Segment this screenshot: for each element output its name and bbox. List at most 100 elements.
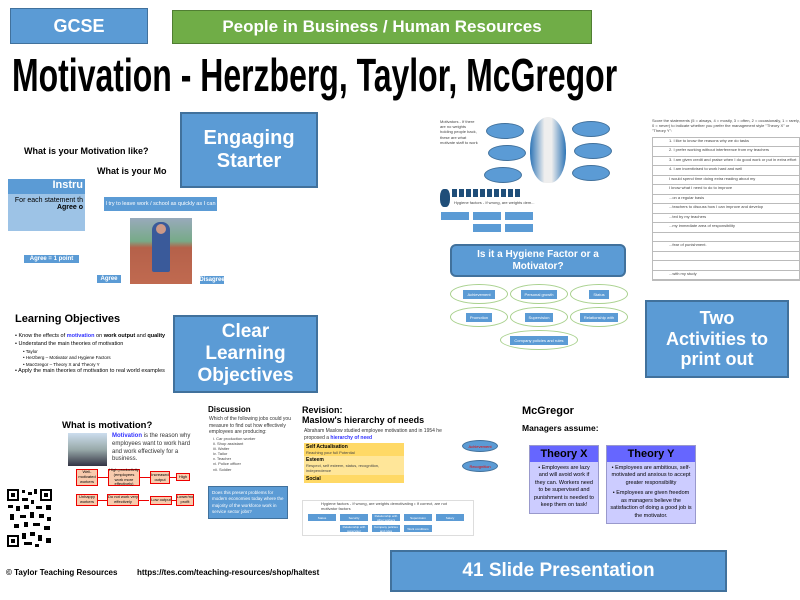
hygiene-box: Status [307,513,337,523]
hygiene-box: Relationship with supervisor [339,524,369,534]
hygiene-box: Security [339,513,369,523]
objective-sub: • MacGregor – Theory X and Theory Y [23,361,100,367]
two-activities-callout: Two Activities to print out [645,300,789,378]
what-slide: What is motivation? Motivation is the re… [62,420,196,520]
flow-box: Do not work very effectively [107,494,139,506]
score-row [653,233,799,243]
score-row: ...fear of punishment. [653,242,799,252]
hygiene-strip-text: Hygiene factors - If wrong, are weights … [321,501,447,512]
agree-button: Agree [96,274,122,284]
theory-x-text: • Employees are lazy and will avoid work… [534,465,594,509]
score-row: ...on a regular basis [653,195,799,205]
hygiene-box: Salary [435,513,465,523]
flow-box: Low output [150,496,172,505]
revision-slide: Revision: Maslow's hierarchy of needs Ab… [302,405,452,483]
job-item: iv. Tailor [213,451,228,457]
what-title: What is motivation? [62,420,153,431]
score-row [653,261,799,271]
job-item: iii. Waiter [213,445,230,451]
hygiene-box: Company policies and rules [371,524,401,534]
objective-3: • Apply the main theories of motivation … [15,368,165,375]
mindmap: Achievement Personal growth Status Promo… [450,284,630,354]
objective-1: • Know the effects of motivation on work… [15,333,166,339]
score-intro: Score the statements (5 = always, 4 = mo… [652,118,800,134]
slide-count-callout: 41 Slide Presentation [390,550,727,592]
objectives-slide: Learning Objectives • Know the effects o… [15,313,167,376]
score-row [653,252,799,262]
instructions-text: For each statement th [14,197,83,204]
theory-y-card: Theory Y • Employees are ambitious, self… [606,445,696,524]
objective-2: • Understand the main theories of motiva… [15,340,124,347]
hygiene-motivator-callout: Is it a Hygiene Factor or a Motivator? [450,244,626,277]
mindmap-node: Company policies and rules [510,335,568,345]
callout-line: Two [699,307,735,328]
callout-line: Engaging [203,127,295,149]
mindmap-node: Achievement [463,289,495,299]
instructions-header: Instru [8,179,85,194]
disagree-button: Disagree [199,275,225,285]
theory-x-title: Theory X [530,446,598,462]
callout-line: print out [680,349,754,370]
job-item: ii. Shop assistant [213,440,244,446]
starter-title: What is your Motivation like? [24,146,149,156]
objective-sub: • Taylor [23,348,38,354]
callout-line: Clear [221,321,270,343]
qr-code-icon [6,488,53,548]
hygiene-strip: Hygiene factors - If wrong, are weights … [302,500,474,537]
revision-title: Revision: [302,405,343,415]
mindmap-node: Promotion [465,312,493,322]
discussion-question: Which of the following jobs could you me… [209,416,291,435]
weights-icon [440,189,450,207]
score-row: 1. I like to know the reasons why we do … [653,138,799,148]
discussion-slide: Discussion Which of the following jobs c… [205,405,297,472]
callout-line: Activities to [665,328,769,349]
theory-x-card: Theory X • Employees are lazy and will a… [529,445,599,514]
flow-box: Unhappy workers [76,494,98,506]
mcgregor-subtitle: Managers assume: [522,423,599,433]
callout-line: Starter [216,150,282,172]
page-title-text: Motivation - Herzberg, Taylor, McGregor [12,49,618,101]
mindmap-node: Status [589,289,609,299]
objective-sub: • Herzberg – Motivator and Hygiene Facto… [23,355,111,361]
mcgregor-slide: McGregor Managers assume: Theory X • Emp… [522,405,702,540]
topic-text: People in Business / Human Resources [222,17,542,36]
mcgregor-title: McGregor [522,405,574,417]
job-item: vi. Police officer [213,461,241,467]
flow-box: High [176,473,190,481]
maslow-level: Social [306,475,321,482]
score-row: ...with my study [653,271,799,281]
flow-box: Well-motivated workers [76,469,98,486]
motivators-text: Motivators - If there are no weights hol… [440,119,478,145]
copyright: © Taylor Teaching Resources [6,568,118,577]
maslow-level: Esteem [306,457,324,464]
level-text: GCSE [53,15,105,36]
shop-link[interactable]: https://tes.com/teaching-resources/shop/… [137,568,320,577]
revision-title-2: Maslow's hierarchy of needs [302,415,425,425]
score-row: I would spend time doing extra reading a… [653,176,799,186]
maslow-level: Self Actualisation [306,444,348,450]
points-label: Agree = 1 point [23,254,80,264]
discussion-title: Discussion [208,405,251,414]
hygiene-box: Work conditions [403,524,433,534]
flow-box: Increased output [150,471,170,484]
score-row: 2. I prefer working without interference… [653,147,799,157]
job-item: v. Teacher [213,456,232,462]
balloon-icon [530,117,566,183]
theory-y-text: • Employees are ambitious, self-motivate… [611,465,691,486]
mindmap-node: Personal growth [520,289,558,299]
score-row: I know what I need to do to improve [653,185,799,195]
flow-box: Lower/no profit [176,494,194,506]
starter-title-2: What is your Mo [97,166,167,176]
score-row: ...teachers to discuss how I can improve… [653,204,799,214]
topic-banner: People in Business / Human Resources [172,10,592,44]
statement-box: I try to leave work / school as quickly … [103,196,218,212]
page-title: Motivation - Herzberg, Taylor, McGregor [12,48,800,102]
clear-objectives-callout: Clear Learning Objectives [173,315,318,393]
hygiene-text: Hygiene factors - If wrong, are weights … [454,200,535,205]
score-sheet: Score the statements (5 = always, 4 = mo… [652,118,800,290]
theory-y-text-2: • Employees are given freedom as manager… [610,490,692,519]
callout-line: Objectives [197,364,294,386]
score-row: 3. I am given credit and praise when I d… [653,157,799,167]
team-photo [68,433,107,466]
what-text: is the reason why employees want to work… [112,433,191,463]
